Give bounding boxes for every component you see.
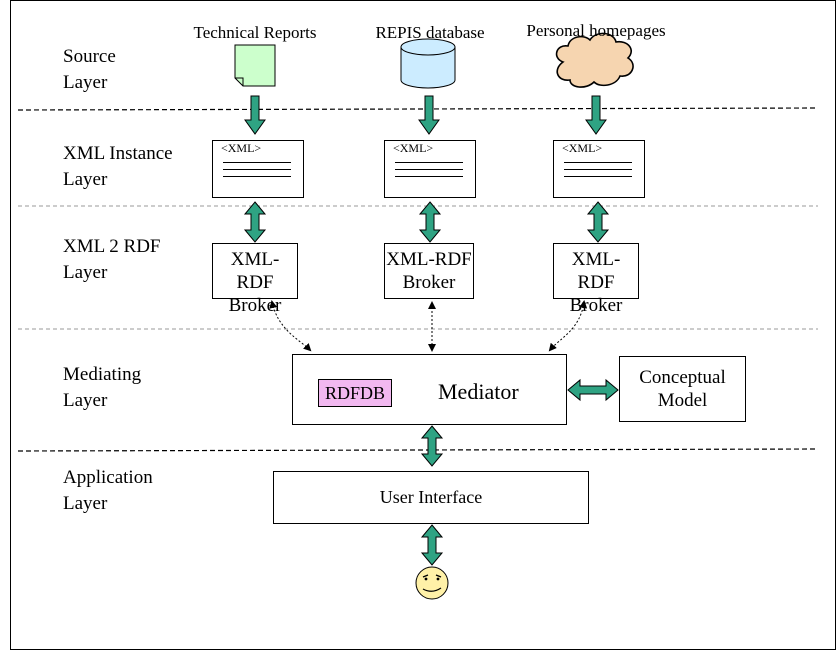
arrow-mediator-ui: [420, 425, 444, 467]
mediator-box: RDFDB Mediator: [292, 354, 567, 425]
xml-instance-box: <XML>: [384, 140, 476, 198]
broker-line1: XML-RDF: [230, 249, 280, 293]
broker-line1: XML-RDF: [386, 249, 472, 270]
arrow-cloud-to-xml: [585, 95, 607, 135]
arrow-xml-broker-1: [243, 201, 267, 243]
xml-rdf-broker-box: XML-RDF Broker: [553, 243, 639, 316]
xml-tag-label: <XML>: [221, 141, 262, 155]
xml-tag-label: <XML>: [562, 141, 603, 155]
separator-mediating-application: [17, 448, 819, 452]
arrow-mediator-conceptual: [567, 378, 619, 402]
layer-label-application: Application Layer: [63, 467, 153, 514]
xml-rdf-broker-box: XML-RDF Broker: [212, 243, 298, 316]
rdfdb-box: RDFDB: [318, 379, 392, 407]
separator-source-xml: [17, 107, 819, 111]
arrow-xml-broker-3: [586, 201, 610, 243]
conceptual-line2: Model: [657, 390, 708, 411]
user-smiley-icon: [415, 566, 449, 600]
broker-line2: Broker: [402, 272, 456, 293]
arrow-report-to-xml: [244, 95, 266, 135]
xml-instance-box: <XML>: [553, 140, 645, 198]
database-icon: [400, 38, 456, 89]
arrow-xml-broker-2: [418, 201, 442, 243]
arrow-ui-user: [420, 524, 444, 566]
connector-broker3-mediator: [548, 300, 588, 352]
layer-label-xml-instance: XML Instance Layer: [63, 143, 173, 190]
broker-line2: Broker: [228, 295, 282, 316]
xml-instance-box: <XML>: [212, 140, 304, 198]
mediator-label: Mediator: [438, 379, 519, 404]
layer-label-source: Source Layer: [63, 46, 116, 93]
conceptual-line1: Conceptual: [639, 367, 726, 388]
broker-line2: Broker: [569, 295, 623, 316]
arrow-database-to-xml: [418, 95, 440, 135]
source-label-repis-database: REPIS database: [375, 23, 485, 42]
source-label-technical-reports: Technical Reports: [193, 23, 317, 42]
source-label-personal-homepages: Personal homepages: [526, 21, 666, 40]
xml-rdf-broker-box: XML-RDF Broker: [384, 243, 474, 299]
cloud-icon: [555, 32, 634, 88]
report-document-icon: [234, 44, 276, 87]
xml-tag-label: <XML>: [393, 141, 434, 155]
broker-line1: XML-RDF: [571, 249, 621, 293]
layer-label-xml2rdf: XML 2 RDF Layer: [63, 236, 161, 283]
conceptual-model-box: Conceptual Model: [619, 356, 746, 422]
layer-label-mediating: Mediating Layer: [63, 364, 142, 411]
user-interface-box: User Interface: [273, 471, 589, 524]
